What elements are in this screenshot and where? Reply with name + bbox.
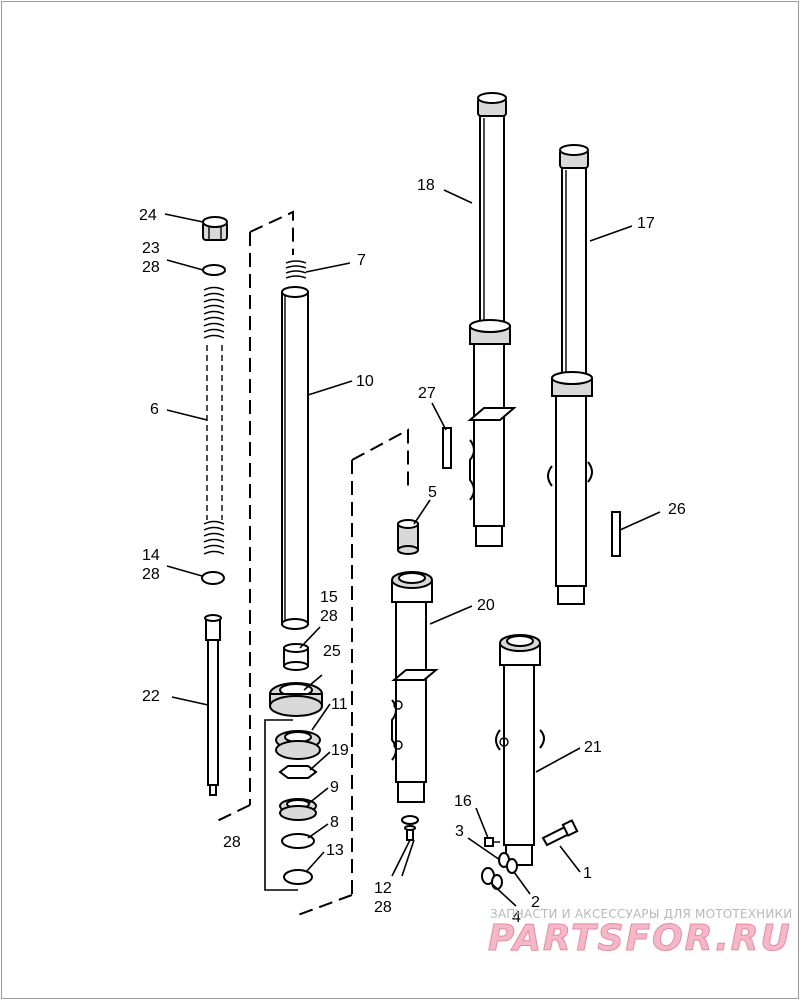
part-fork-spring [203,286,225,555]
callout-14: 14 [142,547,160,564]
callouts: 24 23 28 6 14 28 22 7 10 15 28 25 11 19 … [139,177,686,926]
callout-28: 28 [142,259,160,276]
callout-28: 28 [374,899,392,916]
callout-13: 13 [326,842,344,859]
part-axle-clamp-bolt [541,819,579,847]
watermark-subtitle: ЗАПЧАСТИ И АКСЕССУАРЫ ДЛЯ МОТОТЕХНИКИ [490,907,792,921]
part-small-screw [484,837,500,847]
callout-28: 28 [223,834,241,851]
leader-lines [164,189,661,907]
watermark: ЗАПЧАСТИ И АКСЕССУАРЫ ДЛЯ МОТОТЕХНИКИ PA… [488,907,793,960]
group-outline-damper-bottom [297,894,353,916]
callout-23: 23 [142,240,160,257]
callout-3: 3 [455,823,464,840]
callout-16: 16 [454,793,472,810]
callout-8: 8 [330,814,339,831]
part-washers-nuts [481,852,518,890]
callout-21: 21 [584,739,602,756]
callout-6: 6 [150,401,159,418]
callout-20: 20 [477,597,495,614]
part-washer [281,833,315,849]
callout-12: 12 [374,880,392,897]
callout-17: 17 [637,215,655,232]
callout-28: 28 [142,566,160,583]
part-seal-spacer [279,798,317,821]
group-outline-bottom [214,804,251,823]
callout-11: 11 [331,696,348,713]
callout-25: 25 [323,643,341,660]
callout-27: 27 [418,385,436,402]
callout-19: 19 [331,742,349,759]
group-outline-damper [351,428,409,490]
part-spacer-ring [201,571,225,585]
group-outline-spring-tube [249,210,294,255]
part-oil-lock-piece [397,519,419,555]
callout-2: 2 [531,894,540,911]
part-fork-tube [281,286,309,630]
part-tube-bushing [283,643,309,671]
part-retaining-ring [278,765,318,779]
part-wire-ring [283,869,313,885]
callout-5: 5 [428,484,437,501]
part-slider-bushing [269,682,323,717]
part-slider-right [495,634,545,866]
callout-1: 1 [583,865,592,882]
part-slider-left [391,571,439,803]
part-damper-rod [204,614,222,796]
watermark-logo: PARTSFOR.RU [488,918,792,959]
callout-18: 18 [417,177,435,194]
callout-4: 4 [512,909,521,926]
part-drain-screw [401,815,419,841]
part-rebound-spring [285,260,307,279]
part-pin [442,427,452,469]
callout-28: 28 [320,608,338,625]
callout-10: 10 [356,373,374,390]
callout-15: 15 [320,589,338,606]
part-oil-seal [275,730,321,760]
part-cap-bolt [202,216,228,241]
callout-9: 9 [330,779,339,796]
part-reflector-bracket [611,511,621,557]
callout-24: 24 [139,207,157,224]
part-fork-assembly-right [547,144,593,605]
part-fork-assembly-left [467,92,517,547]
callout-26: 26 [668,501,686,518]
kit-bracket [264,719,298,891]
part-o-ring [202,264,226,276]
callout-22: 22 [142,688,160,705]
callout-7: 7 [357,252,366,269]
